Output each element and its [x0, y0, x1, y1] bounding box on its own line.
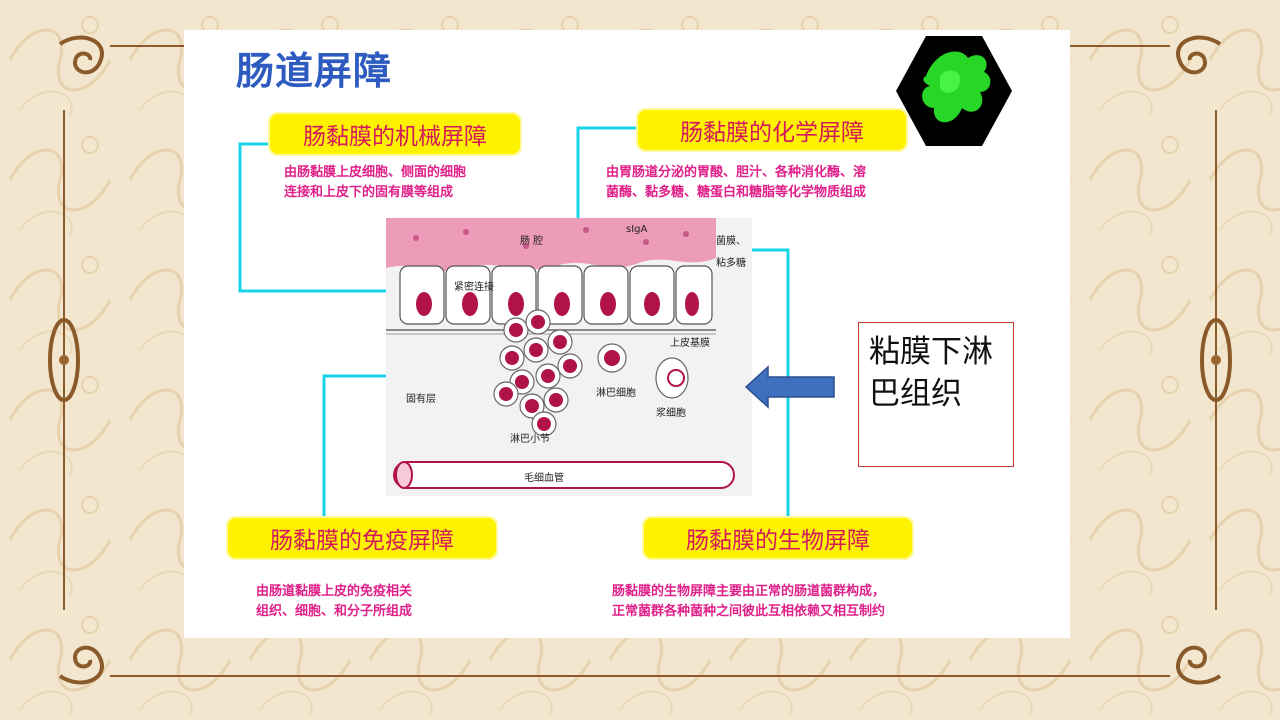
intestinal-mucosa-diagram: 肠 腔 sIgA 菌膜、 粘多糖 紧密连接 上皮基膜 固有层 淋巴细胞 浆细胞 … [386, 218, 752, 496]
desc-line: 由肠黏膜上皮细胞、侧面的细胞 [284, 165, 467, 180]
green-bacterium-hexagon-icon [896, 36, 1012, 146]
capillary-label: 毛细血管 [524, 473, 564, 484]
mechanical-barrier-desc: 由肠黏膜上皮细胞、侧面的细胞 连接和上皮下的固有膜等组成 [284, 163, 466, 203]
submucosal-lymphoid-tissue-callout: 粘膜下淋巴组织 [858, 322, 1014, 467]
page-title: 肠道屏障 [236, 49, 393, 93]
lymphocyte-label: 淋巴细胞 [596, 388, 636, 399]
left-arrow-icon [744, 365, 835, 409]
plasma-cell-label: 浆细胞 [656, 408, 686, 419]
tight-junction-label: 紧密连接 [454, 282, 494, 293]
lymph-nodule-label: 淋巴小节 [510, 434, 550, 445]
desc-line: 连接和上皮下的固有膜等组成 [284, 185, 454, 200]
chemical-barrier-label: 肠黏膜的化学屏障 [636, 108, 908, 152]
desc-line: 由肠道黏膜上皮的免疫相关 [256, 584, 413, 599]
bacteria-label: 菌膜、 [716, 236, 746, 247]
desc-line: 菌酶、黏多糖、糖蛋白和糖脂等化学物质组成 [606, 185, 867, 200]
immune-barrier-label: 肠黏膜的免疫屏障 [226, 516, 498, 560]
siga-label: sIgA [626, 224, 648, 235]
chemical-barrier-desc: 由胃肠道分泌的胃酸、胆汁、各种消化酶、溶 菌酶、黏多糖、糖蛋白和糖脂等化学物质组… [606, 163, 866, 203]
basement-membrane-label: 上皮基膜 [670, 338, 710, 349]
biological-barrier-desc: 肠黏膜的生物屏障主要由正常的肠道菌群构成， 正常菌群各种菌种之间彼此互相依赖又相… [612, 582, 885, 622]
desc-line: 正常菌群各种菌种之间彼此互相依赖又相互制约 [612, 604, 886, 619]
mechanical-barrier-label: 肠黏膜的机械屏障 [268, 112, 522, 156]
mucosa-illustration [386, 218, 752, 496]
biological-barrier-label: 肠黏膜的生物屏障 [642, 516, 914, 560]
lamina-propria-label: 固有层 [406, 394, 436, 405]
immune-barrier-desc: 由肠道黏膜上皮的免疫相关 组织、细胞、和分子所组成 [256, 582, 412, 622]
desc-line: 肠黏膜的生物屏障主要由正常的肠道菌群构成， [612, 584, 886, 599]
desc-line: 组织、细胞、和分子所组成 [256, 604, 413, 619]
desc-line: 由胃肠道分泌的胃酸、胆汁、各种消化酶、溶 [606, 165, 867, 180]
lumen-label: 肠 腔 [520, 236, 544, 247]
mucus-label: 粘多糖 [716, 258, 746, 269]
